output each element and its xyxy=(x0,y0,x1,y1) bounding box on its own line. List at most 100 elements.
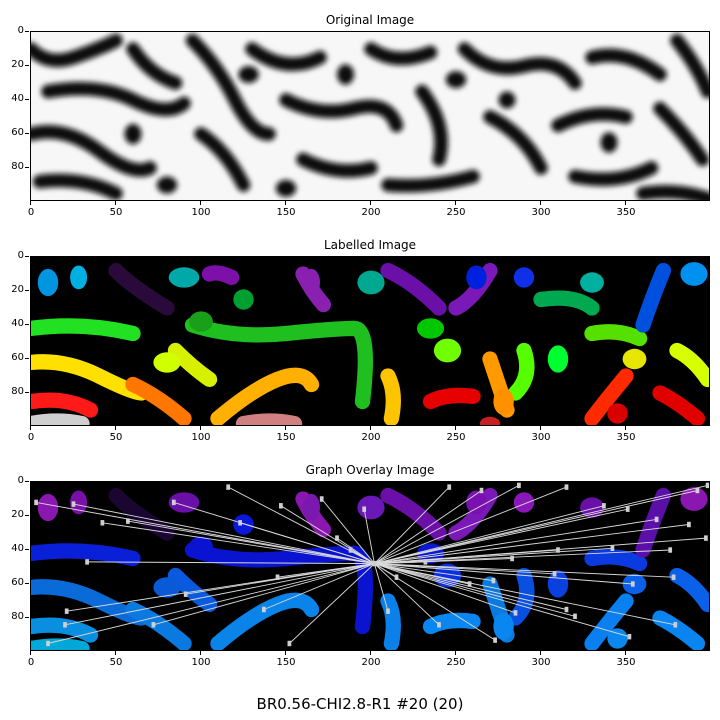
graph-edge xyxy=(363,509,375,564)
graph-edge xyxy=(321,498,375,564)
x-tick: 300 xyxy=(526,651,556,668)
panel-title-graph-overlay: Graph Overlay Image xyxy=(305,463,435,477)
graph-node xyxy=(262,606,266,613)
y-tick: 80 xyxy=(0,161,29,172)
x-tick: 350 xyxy=(611,201,641,218)
graph-node xyxy=(287,640,292,647)
graph-node xyxy=(335,535,339,541)
graph-node xyxy=(183,591,188,597)
original-image xyxy=(30,31,710,201)
graph-node xyxy=(552,571,557,577)
y-tick: 0 xyxy=(0,475,29,486)
graph-node xyxy=(564,484,569,490)
graph-edge xyxy=(374,524,689,565)
graph-edge xyxy=(374,563,633,585)
graph-node xyxy=(386,608,390,614)
x-tick: 200 xyxy=(356,201,386,218)
y-tick: 80 xyxy=(0,611,29,622)
graph-edge xyxy=(36,501,375,565)
x-tick: 150 xyxy=(271,426,301,443)
graph-node xyxy=(394,574,399,580)
x-tick: 0 xyxy=(16,426,46,443)
graph-overlay-svg xyxy=(31,482,709,650)
panel-title-original: Original Image xyxy=(325,13,415,27)
x-tick: 300 xyxy=(526,426,556,443)
graph-edge xyxy=(374,563,516,614)
graph-node xyxy=(671,574,676,580)
graph-node xyxy=(467,581,472,587)
x-tick: 100 xyxy=(186,651,216,668)
x-tick: 250 xyxy=(441,426,471,443)
graph-node xyxy=(362,506,367,512)
graph-node xyxy=(602,503,606,509)
graph-node xyxy=(423,559,428,565)
graph-node xyxy=(625,506,630,512)
labelled-image xyxy=(30,256,710,426)
graph-edge xyxy=(153,563,375,626)
x-tick: 150 xyxy=(271,651,301,668)
graph-edge xyxy=(373,563,389,612)
graph-node xyxy=(491,577,496,584)
panel-title-labelled: Labelled Image xyxy=(323,238,417,252)
y-tick: 0 xyxy=(0,250,29,261)
y-tick: 60 xyxy=(0,127,29,138)
graph-node xyxy=(564,606,569,613)
graph-edge xyxy=(374,563,576,617)
graph-node xyxy=(668,547,673,553)
x-tick: 300 xyxy=(526,201,556,218)
graph-node xyxy=(372,560,377,567)
y-tick: 40 xyxy=(0,93,29,104)
graph-node xyxy=(226,484,231,490)
graph-node xyxy=(517,482,521,489)
graph-edge xyxy=(374,484,520,565)
graph-edge xyxy=(263,563,375,610)
graph-nodes xyxy=(34,482,709,647)
graph-edge xyxy=(350,549,375,565)
x-tick: 100 xyxy=(186,426,216,443)
graph-edge xyxy=(374,563,440,626)
graph-node xyxy=(437,622,441,628)
original-image-svg xyxy=(31,32,709,200)
graph-node xyxy=(513,610,518,616)
graph-node xyxy=(510,555,514,562)
graph-node xyxy=(238,520,242,526)
graph-edge xyxy=(374,563,674,578)
x-tick: 50 xyxy=(101,201,131,218)
y-tick: 20 xyxy=(0,284,29,295)
graph-edge xyxy=(239,522,375,565)
y-tick: 60 xyxy=(0,352,29,363)
x-tick: 0 xyxy=(16,651,46,668)
x-tick: 250 xyxy=(441,201,471,218)
figure-caption: BR0.56-CHI2.8-R1 #20 (20) xyxy=(256,695,464,713)
graph-edge xyxy=(374,490,482,564)
y-tick: 20 xyxy=(0,59,29,70)
graph-edge xyxy=(374,486,567,565)
graph-node xyxy=(319,496,324,502)
x-tick: 50 xyxy=(101,426,131,443)
y-tick: 80 xyxy=(0,386,29,397)
x-tick: 150 xyxy=(271,201,301,218)
graph-node xyxy=(704,535,708,541)
graph-edge xyxy=(73,503,375,565)
graph-node xyxy=(705,482,709,489)
graph-edge xyxy=(280,505,375,564)
graph-node xyxy=(64,608,69,614)
x-tick: 350 xyxy=(611,651,641,668)
graph-node xyxy=(687,521,691,528)
graph-node xyxy=(447,484,452,490)
graph-edge xyxy=(374,563,676,626)
y-tick: 60 xyxy=(0,577,29,588)
y-tick: 0 xyxy=(0,25,29,36)
graph-edge xyxy=(64,563,375,626)
graph-edge xyxy=(374,563,630,638)
graph-edge xyxy=(102,522,375,565)
graph-node xyxy=(479,487,484,494)
graph-node xyxy=(573,613,577,620)
graph-edge xyxy=(374,518,657,565)
graph-node xyxy=(556,547,560,553)
graph-edge xyxy=(374,508,628,565)
x-tick: 200 xyxy=(356,651,386,668)
graph-edge xyxy=(374,563,496,641)
graph-node xyxy=(279,503,283,509)
x-tick: 100 xyxy=(186,201,216,218)
